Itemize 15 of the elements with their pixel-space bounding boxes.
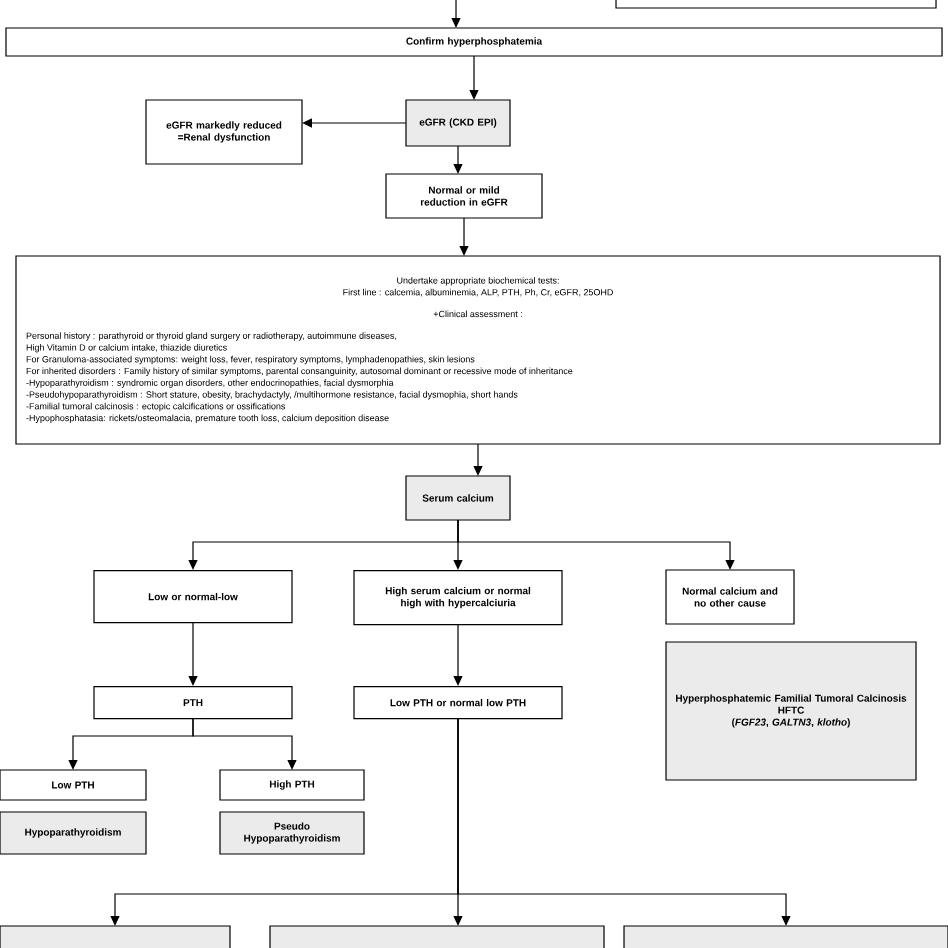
arrow	[469, 55, 479, 100]
arrow	[302, 118, 407, 128]
empty-box	[615, 0, 937, 9]
empty-box	[623, 925, 948, 948]
empty-box	[0, 925, 231, 948]
arrow	[453, 623, 463, 686]
empty-box	[269, 925, 605, 948]
arrow	[453, 145, 463, 174]
arrow	[451, 0, 461, 28]
arrow	[457, 717, 791, 926]
arrow	[192, 717, 297, 770]
arrow	[188, 621, 198, 686]
arrow	[457, 519, 735, 570]
arrow	[459, 217, 469, 256]
arrow	[473, 443, 483, 476]
